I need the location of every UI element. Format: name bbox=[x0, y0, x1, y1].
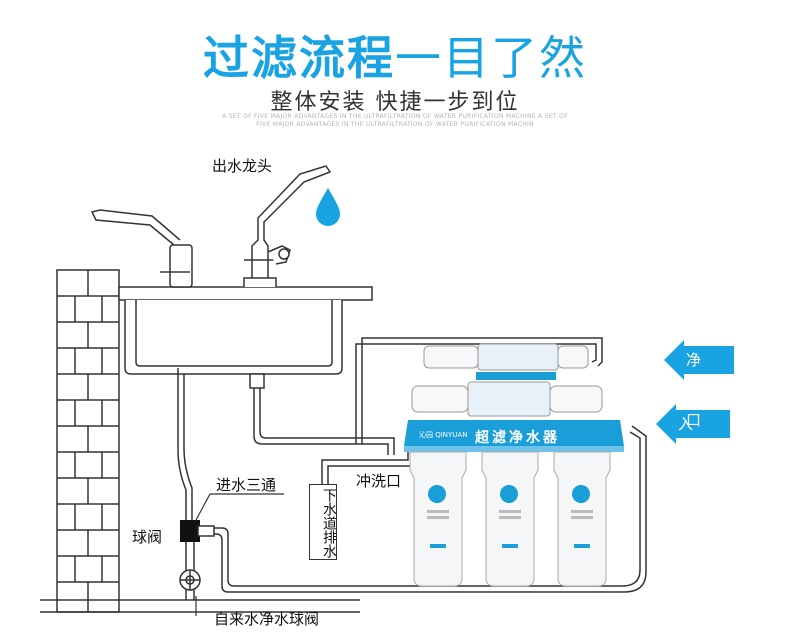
tagline-line-2: FIVE MAJOR ADVANTAGES IN THE ULTRAFILTRA… bbox=[256, 121, 534, 128]
title-accent: 一目了然 bbox=[395, 31, 587, 85]
water-inlet-label: 入水口 bbox=[678, 415, 694, 493]
subtitle: 整体安装 快捷一步到位 bbox=[270, 90, 520, 115]
faucet-label: 出水龙头 bbox=[212, 157, 273, 175]
purified-outlet-arrow-icon bbox=[664, 340, 734, 380]
purifier-name: 超滤净水器 bbox=[475, 430, 560, 446]
ball-valve bbox=[180, 520, 215, 542]
title-main: 过滤流程 bbox=[203, 31, 395, 85]
filter-labels bbox=[427, 485, 593, 548]
water-inlet-arrow-icon bbox=[656, 404, 730, 444]
tagline-line-1: A SET OF FIVE MAJOR ADVANTAGES IN THE UL… bbox=[222, 113, 568, 120]
tap-water-ball-valve bbox=[179, 569, 201, 600]
main-faucet bbox=[243, 165, 332, 287]
drain-label: 下水道排水 bbox=[309, 484, 337, 560]
purifier-top-cartridges bbox=[411, 343, 603, 417]
label-leaders bbox=[195, 493, 284, 616]
water-drop-icon bbox=[316, 188, 340, 226]
purifier-bar bbox=[404, 420, 624, 452]
purifier-brand: 沁园 QINYUAN bbox=[419, 431, 468, 439]
inlet-pipe bbox=[214, 425, 647, 593]
purified-outlet-label: 净水口 bbox=[686, 351, 702, 429]
supply-pipe bbox=[177, 368, 195, 574]
brick-wall bbox=[56, 269, 120, 613]
inlet-tee-label: 进水三通 bbox=[216, 476, 277, 494]
sink-drain-pipe bbox=[253, 388, 395, 455]
sprayer-faucet bbox=[90, 209, 193, 288]
floor bbox=[40, 599, 360, 613]
tap-valve-label: 自来水净水球阀 bbox=[214, 610, 320, 628]
tagline: A SET OF FIVE MAJOR ADVANTAGES IN THE UL… bbox=[0, 113, 790, 129]
sink-basin bbox=[124, 300, 343, 389]
purified-outlet-pipe bbox=[355, 337, 603, 444]
ball-valve-label: 球阀 bbox=[132, 528, 163, 546]
countertop bbox=[118, 286, 373, 301]
flush-port-label: 冲洗口 bbox=[356, 472, 402, 490]
page-title: 过滤流程一目了然 bbox=[0, 22, 790, 88]
